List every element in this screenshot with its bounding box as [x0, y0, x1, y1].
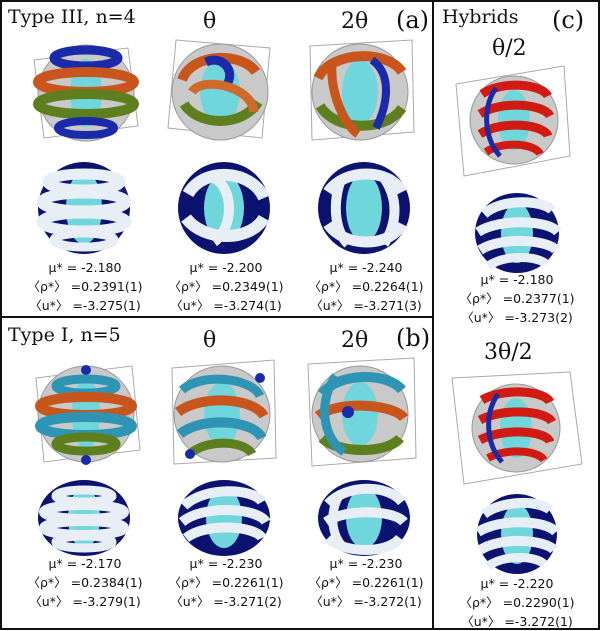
type-label: Type III, n=4 [8, 6, 136, 28]
u-value: 〈u*〉 =-3.272(1) [461, 614, 573, 629]
density-render-c2 [475, 494, 560, 574]
stats-b2: μ* = -2.230 〈ρ*〉 =0.2261(1) 〈u*〉 =-3.271… [165, 554, 287, 611]
stats-c1: μ* = -2.180 〈ρ*〉 =0.2377(1) 〈u*〉 =-3.273… [452, 270, 582, 327]
rho-value: 〈ρ*〉 =0.2261(1) [308, 575, 424, 590]
u-value: 〈u*〉 =-3.279(1) [29, 594, 141, 609]
panel-c: Hybrids (c) θ/2 μ* = -2.180 〈ρ*〉 =0.2377… [432, 0, 600, 630]
mu-value: μ* = -2.180 [48, 260, 122, 275]
stats-a1: μ* = -2.180 〈ρ*〉 =0.2391(1) 〈u*〉 =-3.275… [24, 258, 146, 315]
u-value: 〈u*〉 =-3.273(2) [461, 310, 573, 325]
u-value: 〈u*〉 =-3.275(1) [29, 298, 141, 313]
density-render-b1 [38, 480, 130, 556]
tube-render-a2 [167, 39, 271, 141]
tube-render-c2 [451, 371, 583, 485]
mu-value: μ* = -2.170 [48, 556, 122, 571]
tube-render-b1 [35, 365, 141, 465]
col-label-half-theta: θ/2 [492, 36, 527, 61]
mu-value: μ* = -2.220 [480, 576, 554, 591]
type-label: Type I, n=5 [8, 324, 121, 346]
mu-value: μ* = -2.200 [189, 260, 263, 275]
tube-render-b3 [307, 357, 417, 467]
rho-value: 〈ρ*〉 =0.2391(1) [27, 279, 143, 294]
rho-value: 〈ρ*〉 =0.2377(1) [459, 291, 575, 306]
density-render-a3 [318, 162, 410, 254]
panel-label: (c) [552, 6, 585, 34]
tube-render-c1 [455, 65, 571, 177]
stats-b1: μ* = -2.170 〈ρ*〉 =0.2384(1) 〈u*〉 =-3.279… [24, 554, 146, 611]
panel-a: Type III, n=4 θ 2θ (a) [0, 0, 434, 318]
mu-value: μ* = -2.180 [480, 272, 554, 287]
mu-value: μ* = -2.230 [329, 556, 403, 571]
density-render-b3 [318, 480, 410, 556]
tube-render-a3 [309, 39, 415, 141]
rho-value: 〈ρ*〉 =0.2261(1) [168, 575, 284, 590]
tube-render-a1 [33, 44, 139, 142]
density-render-c1 [475, 193, 562, 273]
u-value: 〈u*〉 =-3.271(2) [170, 594, 282, 609]
u-value: 〈u*〉 =-3.271(3) [310, 298, 422, 313]
density-render-a1 [36, 162, 132, 254]
mu-value: μ* = -2.240 [329, 260, 403, 275]
stats-a2: μ* = -2.200 〈ρ*〉 =0.2349(1) 〈u*〉 =-3.274… [165, 258, 287, 315]
col-label-2theta: 2θ [341, 328, 369, 353]
stats-c2: μ* = -2.220 〈ρ*〉 =0.2290(1) 〈u*〉 =-3.272… [452, 574, 582, 631]
rho-value: 〈ρ*〉 =0.2384(1) [27, 575, 143, 590]
panel-b: Type I, n=5 θ 2θ (b) μ* = -2.170 [0, 316, 434, 630]
mu-value: μ* = -2.230 [189, 556, 263, 571]
rho-value: 〈ρ*〉 =0.2264(1) [308, 279, 424, 294]
u-value: 〈u*〉 =-3.272(1) [310, 594, 422, 609]
col-label-theta: θ [203, 9, 217, 34]
col-label-theta: θ [203, 328, 217, 353]
u-value: 〈u*〉 =-3.274(1) [170, 298, 282, 313]
col-label-three-half-theta: 3θ/2 [484, 340, 533, 365]
panel-label: (a) [396, 6, 430, 34]
tube-render-b2 [171, 359, 277, 465]
density-render-a2 [178, 162, 270, 254]
rho-value: 〈ρ*〉 =0.2349(1) [168, 279, 284, 294]
panel-title: Hybrids [442, 6, 519, 28]
rho-value: 〈ρ*〉 =0.2290(1) [459, 595, 575, 610]
stats-a3: μ* = -2.240 〈ρ*〉 =0.2264(1) 〈u*〉 =-3.271… [305, 258, 427, 315]
density-render-b2 [178, 480, 271, 556]
panel-label: (b) [396, 324, 431, 352]
stats-b3: μ* = -2.230 〈ρ*〉 =0.2261(1) 〈u*〉 =-3.272… [305, 554, 427, 611]
col-label-2theta: 2θ [341, 9, 369, 34]
